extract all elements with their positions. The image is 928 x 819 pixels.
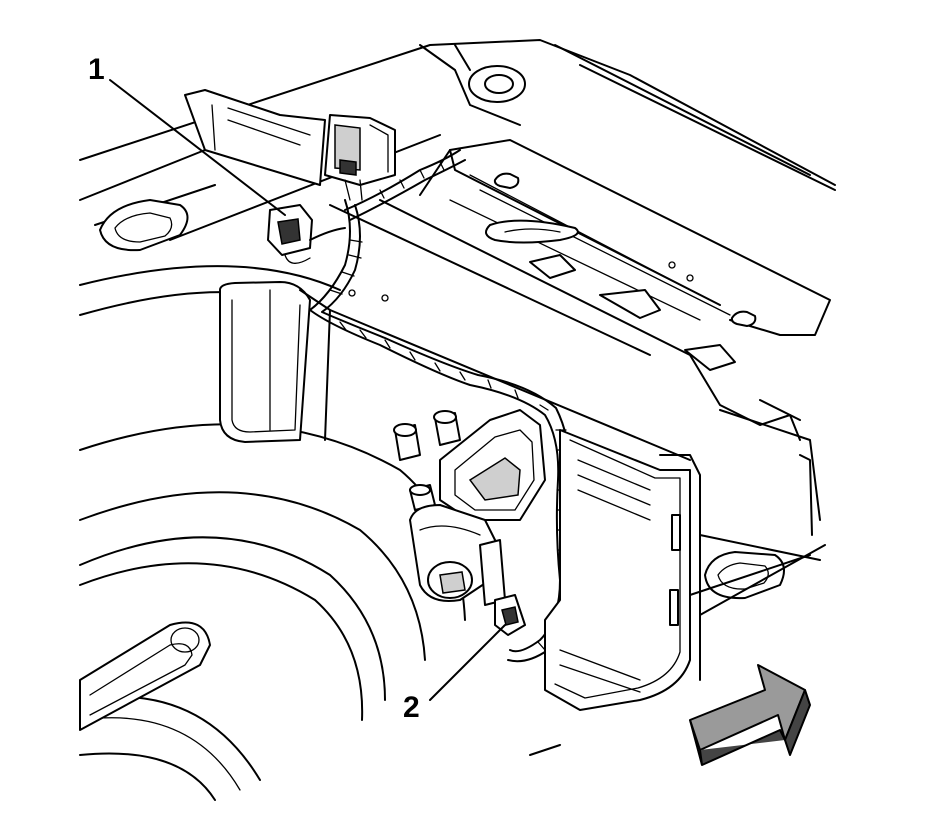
callout-label-2: 2 [403,691,420,724]
leader-line-2 [429,624,506,701]
module-connector [324,114,396,201]
harness-connector [267,204,346,264]
direction-arrow-icon [689,664,811,766]
evap-canister-vent-solenoid [393,409,701,711]
rear-rail [184,89,831,441]
side-rib [219,281,691,461]
leader-line-1 [109,79,286,216]
callout-label-1: 1 [88,53,105,86]
